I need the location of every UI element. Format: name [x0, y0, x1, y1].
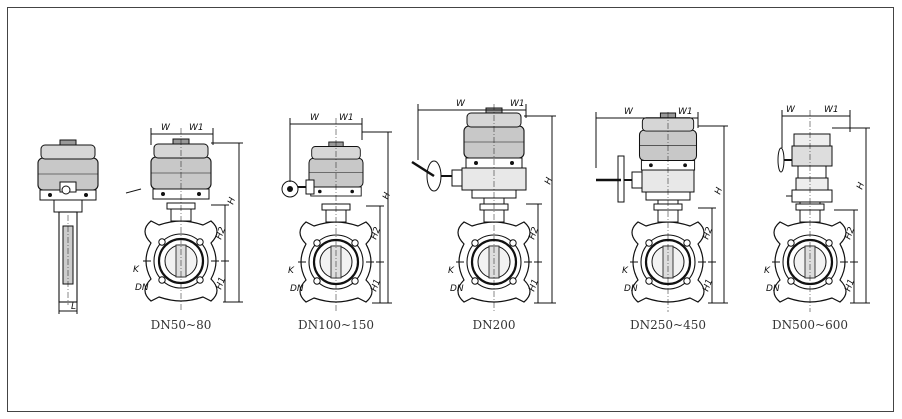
svg-text:H1: H1 — [369, 278, 383, 293]
svg-text:L: L — [71, 302, 76, 312]
caption-dn250-450: DN250~450 — [630, 318, 706, 332]
svg-text:H: H — [855, 181, 867, 191]
svg-text:W1: W1 — [824, 105, 839, 115]
svg-text:K: K — [764, 266, 771, 276]
svg-text:K: K — [133, 265, 140, 275]
caption-dn200: DN200 — [472, 318, 516, 332]
svg-text:DN: DN — [450, 284, 464, 294]
valve-dn100-150: W W1 H H2 H1 K DN — [281, 113, 393, 312]
svg-text:W1: W1 — [678, 107, 693, 117]
svg-text:H: H — [713, 186, 725, 196]
svg-text:H1: H1 — [701, 278, 715, 293]
svg-text:W1: W1 — [189, 123, 204, 133]
svg-text:DN: DN — [135, 283, 149, 293]
svg-text:DN: DN — [290, 284, 304, 294]
caption-dn50-80: DN50~80 — [150, 318, 212, 332]
svg-text:K: K — [448, 266, 455, 276]
svg-text:DN: DN — [766, 284, 780, 294]
svg-text:W1: W1 — [510, 99, 525, 109]
svg-text:K: K — [288, 266, 295, 276]
side-view: L — [37, 139, 99, 314]
svg-text:W: W — [624, 107, 634, 117]
svg-text:W: W — [456, 99, 466, 109]
svg-text:H: H — [381, 191, 393, 201]
svg-text:W: W — [786, 105, 796, 115]
valve-dn500-600: W W1 H H2 H1 K DN — [764, 105, 870, 312]
svg-text:W: W — [310, 113, 320, 123]
svg-text:H2: H2 — [701, 226, 715, 241]
svg-text:H2: H2 — [369, 226, 383, 241]
svg-text:W: W — [161, 123, 171, 133]
svg-text:H1: H1 — [843, 278, 857, 293]
svg-text:W1: W1 — [339, 113, 354, 123]
caption-dn500-600: DN500~600 — [772, 318, 848, 332]
drawing-border — [7, 7, 894, 412]
svg-text:H1: H1 — [214, 276, 228, 291]
svg-text:H2: H2 — [843, 226, 857, 241]
svg-text:H: H — [543, 176, 555, 186]
svg-text:H: H — [226, 196, 238, 206]
valve-dn50-80: W W1 H H2 H1 K DN — [125, 123, 243, 310]
svg-text:H2: H2 — [214, 226, 228, 241]
svg-text:H1: H1 — [527, 278, 541, 293]
svg-text:K: K — [622, 266, 629, 276]
valve-dn250-450: W W1 H H2 H1 K DN — [595, 107, 728, 312]
caption-dn100-150: DN100~150 — [298, 318, 374, 332]
svg-text:H2: H2 — [527, 226, 541, 241]
valve-dn200: W W1 H H2 H1 K DN — [411, 99, 556, 312]
svg-text:DN: DN — [624, 284, 638, 294]
